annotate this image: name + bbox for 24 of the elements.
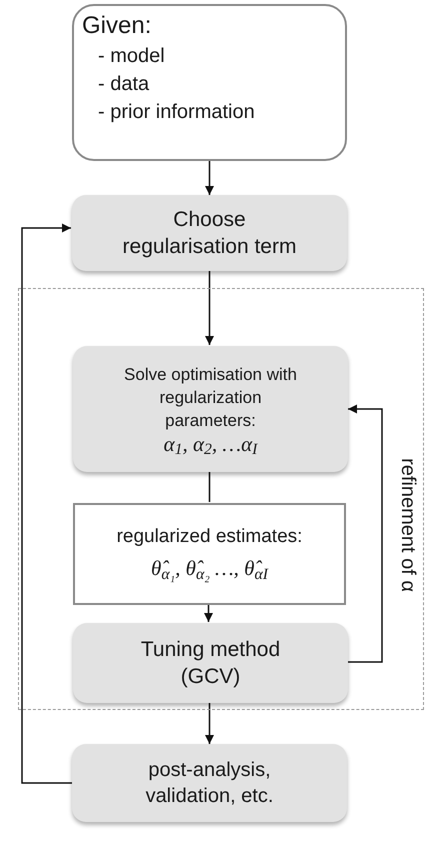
arrow [205,702,214,744]
node-label: Given: [82,11,152,41]
process-box [73,346,348,472]
arrow [347,404,383,663]
node-text: - model [97,44,165,69]
node-text: θ̂$_{α₁}$, θ̂$_{α₂}$ …, θ̂$_{αI}$ [151,555,268,585]
node-label: Choose regularisation term [122,207,298,260]
node-text: - prior information [97,100,255,125]
node-label: Tuning method (GCV) [140,637,282,690]
arrow [205,161,214,195]
node-label: Solve optimisation with regularization parameters: [123,364,298,432]
node-text: - data [97,72,150,97]
process-box [73,623,348,703]
dashed-group-frame [18,288,424,710]
node-label: post-analysis, validation, etc. [144,758,274,809]
node-label: regularized estimates: [116,525,302,549]
node-text: α$_{1}$, α$_{2}$, …α$_{I}$ [164,432,258,456]
arrow [204,604,213,622]
arrow [21,224,72,784]
result-box [73,503,346,605]
process-box [72,744,347,822]
input-box [72,4,347,161]
process-box [72,195,347,271]
arrow [205,271,214,345]
